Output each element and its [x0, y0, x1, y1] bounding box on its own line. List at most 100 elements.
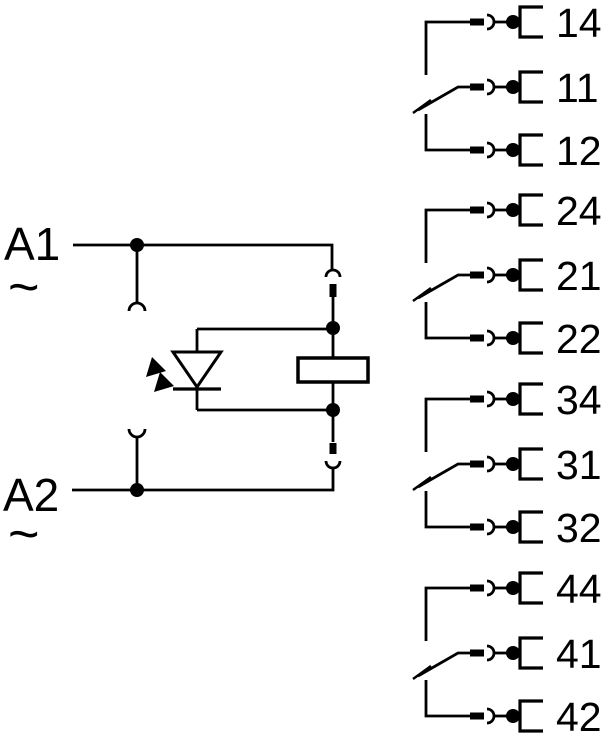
junction-dot-a1	[130, 238, 144, 252]
coil-pin-top	[329, 284, 337, 297]
terminal-clamp-no	[518, 5, 543, 39]
terminal-label-no: 14	[556, 0, 602, 46]
terminal-clamp-com	[518, 447, 543, 481]
terminal-label-com: 31	[556, 442, 602, 488]
socket-contact-no	[486, 201, 496, 219]
coil-socket-top	[324, 268, 342, 278]
coil-circuit: A1 ~ A2 ~	[3, 218, 370, 564]
a1-socket-contact	[127, 301, 147, 312]
terminal-label-no: 44	[556, 566, 602, 612]
socket-contact-com	[486, 644, 496, 662]
terminal-clamp-no	[518, 571, 543, 605]
nc-branch	[424, 491, 470, 529]
relay-coil	[296, 356, 370, 384]
lever-tick	[412, 98, 432, 115]
relay-pin-no	[470, 395, 484, 403]
terminal-junction-no	[506, 203, 520, 217]
relay-pin-no	[470, 206, 484, 214]
contact-group-4: 44 41 42	[412, 566, 602, 740]
terminal-a2-label: A2	[3, 469, 59, 521]
terminal-junction-com	[506, 80, 520, 94]
terminal-clamp-no	[518, 193, 543, 227]
com-lever	[417, 85, 470, 112]
socket-contact-nc	[486, 707, 496, 725]
terminal-clamp-com	[518, 636, 543, 670]
terminal-clamp-com	[518, 70, 543, 104]
no-branch	[424, 586, 470, 641]
relay-pin-nc	[470, 523, 484, 531]
lever-tick	[412, 286, 432, 303]
terminal-junction-no	[506, 15, 520, 29]
terminal-label-nc: 32	[556, 505, 602, 551]
relay-pin-nc	[470, 146, 484, 154]
terminal-clamp-nc	[518, 321, 543, 355]
terminal-label-com: 41	[556, 631, 602, 677]
lever-tick	[412, 664, 432, 681]
relay-pin-no	[470, 18, 484, 26]
contact-group-2: 24 21 22	[412, 188, 602, 362]
socket-contact-no	[486, 13, 496, 31]
terminal-clamp-no	[518, 382, 543, 416]
nc-branch	[424, 680, 470, 718]
a1-ac-symbol: ~	[8, 257, 40, 317]
coil-socket-bottom	[324, 460, 342, 470]
led-emission-arrow-1	[146, 357, 166, 377]
terminal-label-nc: 12	[556, 128, 602, 174]
terminal-junction-no	[506, 392, 520, 406]
relay-pin-no	[470, 584, 484, 592]
no-branch	[424, 20, 470, 75]
relay-pin-com	[470, 460, 484, 468]
a2-socket-contact	[127, 428, 147, 439]
terminal-junction-nc	[506, 709, 520, 723]
contact-group-1: 14 11 12	[412, 0, 602, 174]
a1-wire	[73, 243, 334, 270]
terminal-junction-nc	[506, 143, 520, 157]
junction-dot-coil-bottom	[326, 403, 340, 417]
socket-contact-nc	[486, 329, 496, 347]
terminal-label-no: 24	[556, 188, 602, 234]
socket-contact-com	[486, 266, 496, 284]
terminal-label-com: 21	[556, 253, 602, 299]
relay-pin-com	[470, 83, 484, 91]
terminal-junction-nc	[506, 331, 520, 345]
socket-contact-com	[486, 78, 496, 96]
no-branch	[424, 208, 470, 263]
terminal-label-nc: 22	[556, 316, 602, 362]
terminal-clamp-com	[518, 258, 543, 292]
junction-dot-a2	[130, 483, 144, 497]
no-branch	[424, 397, 470, 452]
com-lever	[417, 462, 470, 489]
contact-group-3: 34 31 32	[412, 377, 602, 551]
relay-pin-com	[470, 649, 484, 657]
terminal-clamp-nc	[518, 133, 543, 167]
terminal-a1-label: A1	[4, 218, 60, 270]
terminal-label-com: 11	[556, 65, 599, 111]
junction-dot-coil-top	[326, 321, 340, 335]
socket-contact-nc	[486, 518, 496, 536]
relay-pin-nc	[470, 334, 484, 342]
socket-contact-com	[486, 455, 496, 473]
terminal-junction-no	[506, 581, 520, 595]
terminal-label-no: 34	[556, 377, 602, 423]
terminal-clamp-nc	[518, 699, 543, 733]
nc-branch	[424, 302, 470, 340]
nc-branch	[424, 114, 470, 152]
a2-wire	[72, 468, 335, 492]
terminal-junction-com	[506, 268, 520, 282]
relay-pin-nc	[470, 712, 484, 720]
led-emission-arrow-2	[154, 372, 174, 392]
com-lever	[417, 273, 470, 300]
led-triangle	[170, 350, 224, 390]
lever-tick	[412, 475, 432, 492]
a2-ac-symbol: ~	[8, 504, 40, 564]
socket-contact-no	[486, 390, 496, 408]
terminal-label-nc: 42	[556, 694, 602, 740]
relay-pin-com	[470, 271, 484, 279]
terminal-junction-nc	[506, 520, 520, 534]
led-branch-bottom	[197, 408, 335, 442]
terminal-junction-com	[506, 646, 520, 660]
terminal-junction-com	[506, 457, 520, 471]
terminal-clamp-nc	[518, 510, 543, 544]
